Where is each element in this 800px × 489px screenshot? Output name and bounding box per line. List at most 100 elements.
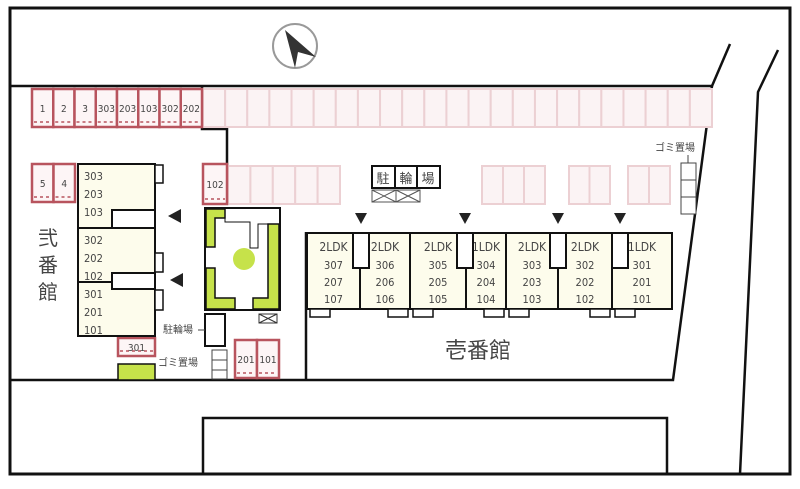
parking-space [568,165,591,205]
stairwell [456,232,474,269]
parking-space-assigned [255,338,281,380]
parking-space [666,88,691,128]
unassigned-parking [202,88,714,205]
building-2-name: 館 [38,280,58,304]
parking-space [481,165,504,205]
balcony [154,252,164,273]
parking-space [622,88,647,128]
parking-number: 101 [259,355,276,366]
unit [505,232,559,310]
room-number: 203 [84,188,103,201]
parking-space [249,165,274,205]
bike-parking-small-label: 駐輪場 [163,323,193,336]
building-1-name: 壱番館 [445,339,511,364]
bike-parking-char: 輪 [399,171,412,187]
unit-type: 1LDK [628,240,657,254]
room-number: 104 [477,293,496,306]
room-number: 205 [429,276,448,289]
room-number: 103 [84,206,103,219]
balcony [309,308,331,318]
parking-space [588,165,611,205]
parking-space [246,88,271,128]
room-number: 206 [376,276,395,289]
parking-number: 202 [183,104,200,115]
stairwell [111,272,156,290]
parking-number: 303 [98,104,115,115]
parking-space [688,88,714,128]
room-number: 302 [576,259,595,272]
unit-type: 2LDK [571,240,600,254]
parking-number: 201 [237,355,254,366]
parking-space [467,88,492,128]
balcony [412,308,434,318]
green-planter [117,363,156,381]
room-number: 302 [84,234,103,247]
parking-space [445,88,470,128]
entrance-arrow-icon [614,213,626,224]
garbage-area-small [211,349,228,380]
balcony [387,308,409,318]
parking-space [268,88,293,128]
parking-number: 2 [61,104,67,115]
parking-space [511,88,536,128]
balcony [483,308,505,318]
unit-type: 2LDK [319,240,348,254]
parking-space [578,88,603,128]
parking-number: 203 [119,104,136,115]
entrance-arrow-icon [170,273,183,287]
room-number: 202 [84,252,103,265]
parking-space [271,165,297,205]
room-number: 301 [633,259,652,272]
room-number: 207 [324,276,343,289]
bike-parking-char: 場 [421,172,434,187]
entrance-arrow-icon [459,213,471,224]
parking-space [312,88,337,128]
room-number: 303 [84,170,103,183]
unit-type: 2LDK [518,240,547,254]
room-number: 102 [576,293,595,306]
parking-space [227,165,252,205]
tree-icon [233,248,255,270]
bike-parking-small [204,313,226,347]
parking-space [523,165,546,205]
bike-parking-char: 駐 [376,172,389,187]
parking-space [648,165,671,205]
parking-space [489,88,514,128]
room-number: 301 [84,288,103,301]
entrance-arrow-icon [552,213,564,224]
parking-space [290,88,315,128]
courtyard [204,207,281,324]
parking-number: 302 [162,104,179,115]
room-number: 107 [324,293,343,306]
map-frame [8,6,792,476]
stairwell [611,232,629,269]
room-number: 305 [429,259,448,272]
stairwell [549,232,567,269]
north-arrow-icon [272,23,318,69]
parking-space [600,88,625,128]
parking-space [533,88,559,128]
parking-space [644,88,669,128]
room-number: 103 [523,293,542,306]
garbage-area-label: ゴミ置場 [158,356,198,369]
parking-space [224,88,249,128]
parking-space-assigned [179,87,204,129]
garbage-area-label: ゴミ置場 [655,141,695,154]
parking-space-assigned [52,162,77,204]
entrance-arrow-icon [355,213,367,224]
stairwell [111,209,156,229]
parking-space [316,165,342,205]
room-number: 307 [324,259,343,272]
parking-space [334,88,359,128]
balcony [154,164,164,184]
balcony [508,308,530,318]
unit-type: 2LDK [371,240,400,254]
balcony [614,308,636,318]
parking-number: 5 [40,179,46,190]
parking-number: 102 [206,180,223,191]
building-1: 2LDK3072071072LDK3062061062LDK3052051051… [306,213,673,318]
parking-space-assigned [201,162,229,206]
unit-type: 2LDK [424,240,453,254]
unit [409,232,467,310]
